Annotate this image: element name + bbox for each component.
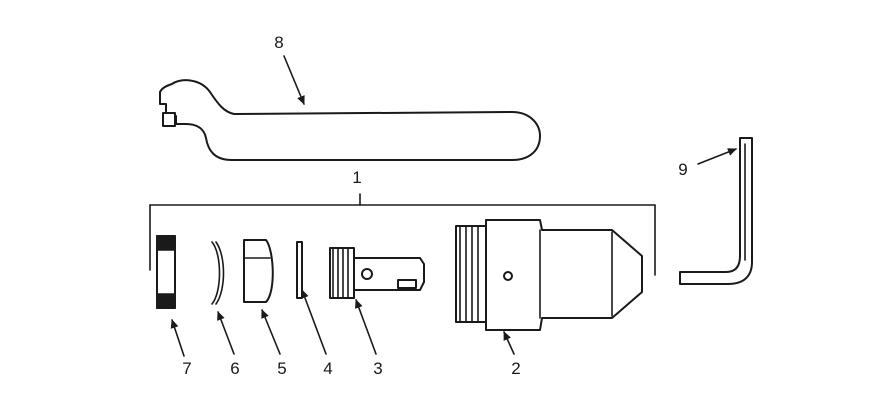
leader-arrows (170, 55, 737, 357)
leader-arrow-4 (301, 289, 327, 355)
leader-arrow-3 (355, 299, 377, 355)
hex-key-part-9 (679, 137, 753, 285)
callout-4: 4 (323, 359, 332, 378)
callout-8: 8 (274, 33, 283, 52)
spring-clip-part-6 (211, 241, 225, 305)
threaded-sleeve-part-3 (329, 247, 425, 299)
leader-arrow-6 (217, 311, 235, 355)
nozzle-body-part-2 (455, 219, 643, 331)
callout-6: 6 (230, 359, 239, 378)
assembly-bracket (149, 193, 656, 276)
callout-9: 9 (678, 160, 687, 179)
callout-3: 3 (373, 359, 382, 378)
leader-arrow-9 (697, 148, 737, 165)
leader-arrow-8 (283, 55, 305, 105)
insert-cup-part-5 (243, 239, 274, 303)
leader-arrow-7 (170, 319, 185, 357)
seal-ring-part-7 (156, 235, 176, 309)
callout-1: 1 (352, 168, 361, 187)
leader-arrow-5 (261, 309, 281, 355)
leader-arrow-2 (503, 331, 515, 355)
callout-2: 2 (511, 359, 520, 378)
callout-7: 7 (182, 359, 191, 378)
callout-5: 5 (277, 359, 286, 378)
wrench-pin (162, 112, 176, 127)
spanner-wrench-part-8 (159, 79, 541, 161)
washer-part-4 (296, 241, 303, 299)
